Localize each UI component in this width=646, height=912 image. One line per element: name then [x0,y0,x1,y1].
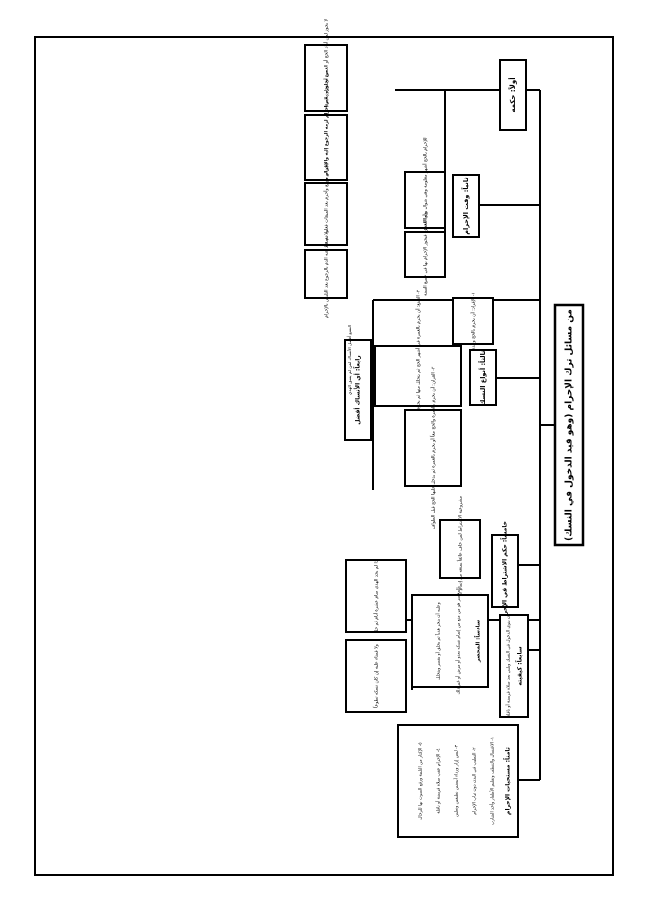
branch-8: ثامناً: مستحبات الإحرام ١- الاغتسال والت… [397,724,519,838]
b6-box-3-text: إذا لم يجد الهدي صام عشرة أيام ثم حل [373,559,380,633]
root-title: من مسائل ترك الإحرام (وهو قيد الدخول في … [565,309,575,541]
branch-2: ثانياً: وقت الإحرام للإحرام بالحج أشهر م… [404,137,480,296]
branch-5: خامساً: حكم الاشتراط في الإحرام مشروعية … [439,495,519,621]
b1-box-1 [304,44,348,112]
branch-7: سابعاً: كيفيته أن ينوي الدخول في النسك و… [499,614,529,718]
b1-box-4-text: ولا يسقط عنه الدم بالرجوع بعد التلبس بال… [325,230,330,318]
root-node: من مسائل ترك الإحرام (وهو قيد الدخول في … [553,303,585,547]
branch-4-box [344,339,372,441]
branch-5-box [491,534,519,608]
b3-box-3 [404,409,462,487]
b2-box-2-text: وأما العمرة فيجوز الإحرام بها في جميع ال… [422,212,429,296]
page-frame [34,36,614,876]
branch-6: سادساً: المحصر المحصر هو من منع من إتمام… [345,559,489,713]
branch-7-box [499,614,529,718]
b5-box-1-text: مشروعية الاشتراط لمن خاف عائقاً يمنعه من… [457,495,464,602]
branch-1-title: أولاً: حكمه [508,77,517,112]
branch-8-box [397,724,519,838]
b6-box-4 [345,639,407,713]
b1-box-4 [304,249,348,299]
b1-box-2-text: من تجاوزه بغير إحرام لزمه الرجوع إليه وا… [325,70,330,224]
b4-note-text: التمتع أفضل الأنساك لمن لم يسق الهدي [346,325,352,395]
b8-line-1: ١- الاغتسال والتنظف وتقليم الأظفار وأخذ … [489,737,496,825]
branch-6-title: سادساً: المحصر [473,620,481,663]
branch-4-title: رابعاً: أي الأنساك أفضل [353,355,361,425]
b6-box-4-text: ولا قضاء عليه إن كان نسكه تطوعاً [373,644,380,708]
b1-box-3 [304,182,348,246]
b2-box-2 [404,231,446,278]
b1-box-3-text: فإن لم يرجع وأحرم بعد الميقات فعليه دم ع… [323,164,330,265]
b8-line-5: ٥- الإكثار من التلبية ورفع الصوت بها للر… [418,742,424,820]
b3-box-1 [452,297,494,345]
b1-box-1-text: لا يجوز لمن أراد الحج أو العمرة أن يتجاو… [323,19,330,138]
b6-box-1-text: المحصر هو من منع من إتمام نسكه بعدو أو م… [455,587,462,694]
b6-box-2-text: وعليه أن ينحر هدياً ثم يحلق أو يقصر ويتح… [435,602,442,679]
b5-box-1 [439,519,481,579]
branch-7-title: سابعاً: كيفيته [515,646,523,685]
b8-line-2: ٢- التطيب في البدن دون ثياب الإحرام [473,747,478,815]
b8-line-3: ٣- لبس إزار ورداء أبيضين نظيفين ونعلين [453,744,460,817]
b2-box-1-text: للإحرام بالحج أشهر معلومة وهي شوال وذو ا… [422,137,429,262]
branch-4: رابعاً: أي الأنساك أفضل التمتع أفضل الأن… [344,325,372,441]
b7-box-1-text: أن ينوي الدخول في النسك ويلبي بعد صلاة ف… [505,615,512,718]
b8-line-4: ٤- الإحرام عقب صلاة فريضة أو نافلة [435,748,442,813]
branch-5-title: خامساً: حكم الاشتراط في الإحرام [500,521,508,621]
branch-3-title: ثالثاً: أنواع النسك [478,351,487,406]
b6-main-box [411,594,489,688]
b2-box-1 [404,171,446,229]
root-box [553,303,585,547]
branch-2-box [452,174,480,238]
b3-box-1-text: ١- الإفراد: أن يحرم بالحج وحده [470,292,477,350]
b3-box-2 [374,345,462,407]
b3-box-3-text: ٣- القران: أن يحرم بالعمرة والحج معاً أو… [430,366,437,529]
branch-8-title: ثامناً: مستحبات الإحرام [503,747,511,815]
branch-1: أولاً: حكمه لا يجوز لمن أراد الحج أو الع… [304,19,527,318]
branch-1-box [499,59,527,131]
branch-3: ثالثاً: أنواع النسك ١- الإفراد: أن يحرم … [374,289,497,529]
b3-box-2-text: ٢- التمتع: أن يحرم بالعمرة في أشهر الحج … [415,289,422,462]
b1-box-2 [304,114,348,181]
b6-box-3 [345,559,407,633]
branch-2-title: ثانياً: وقت الإحرام [461,177,470,235]
branch-3-box [469,349,497,406]
